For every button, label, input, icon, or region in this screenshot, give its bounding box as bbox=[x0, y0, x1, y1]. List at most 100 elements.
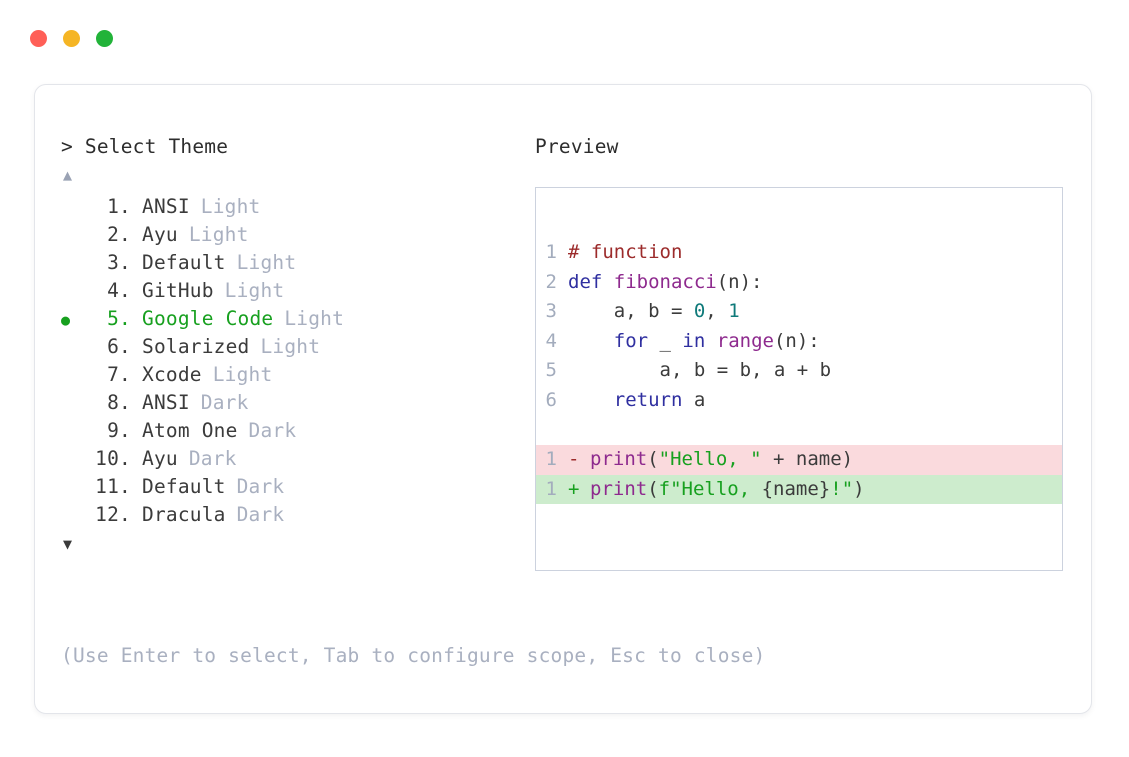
diff-line-number: 1 bbox=[545, 477, 557, 500]
theme-list-item[interactable]: ● 4. GitHub Light bbox=[61, 277, 531, 305]
theme-item-variant: Light bbox=[224, 279, 285, 302]
code-token bbox=[705, 330, 716, 352]
selected-bullet-icon: ● bbox=[61, 222, 87, 250]
theme-item-variant: Dark bbox=[200, 391, 249, 414]
line-number: 1 bbox=[545, 241, 557, 263]
code-token: print bbox=[590, 477, 648, 500]
line-number: 6 bbox=[545, 388, 557, 411]
scroll-down-icon[interactable]: ▼ bbox=[63, 535, 73, 553]
theme-item-name: Dracula bbox=[142, 503, 226, 526]
diff-sign: + bbox=[568, 477, 580, 500]
code-token: return bbox=[613, 388, 683, 411]
theme-item-variant: Dark bbox=[236, 503, 285, 526]
theme-item-name: GitHub bbox=[142, 279, 214, 302]
close-button[interactable] bbox=[30, 30, 47, 47]
theme-item-name: Solarized bbox=[142, 335, 250, 358]
theme-item-name: Default bbox=[142, 251, 226, 274]
diff-line-text: print("Hello, " + name) bbox=[590, 445, 853, 475]
code-token: print bbox=[590, 448, 648, 470]
selected-bullet-icon: ● bbox=[61, 502, 87, 530]
code-token: a, b = bbox=[568, 300, 694, 322]
selected-bullet-icon: ● bbox=[61, 390, 87, 418]
code-line: 3 a, b = 0, 1 bbox=[536, 297, 1062, 327]
theme-item-name: Atom One bbox=[142, 419, 238, 442]
theme-item-variant: Dark bbox=[188, 447, 237, 470]
code-token: 1 bbox=[728, 300, 740, 322]
theme-item-index: 2. bbox=[107, 223, 131, 246]
theme-item-index: 11. bbox=[95, 475, 131, 498]
theme-item-name: Ayu bbox=[142, 223, 178, 246]
code-token: f"Hello, bbox=[658, 477, 762, 500]
theme-item-index: 4. bbox=[107, 279, 131, 302]
maximize-button[interactable] bbox=[96, 30, 113, 47]
code-line-text: a, b = b, a + b bbox=[568, 356, 832, 386]
theme-item-variant: Light bbox=[236, 251, 297, 274]
theme-item-variant: Light bbox=[188, 223, 249, 246]
code-line: 6 return a bbox=[536, 386, 1062, 416]
theme-item-index: 5. bbox=[107, 307, 131, 330]
theme-item-variant: Light bbox=[260, 335, 321, 358]
code-gap bbox=[536, 415, 1062, 445]
selected-bullet-icon: ● bbox=[61, 474, 87, 502]
code-token: (n): bbox=[773, 329, 820, 352]
theme-item-variant: Light bbox=[212, 363, 273, 386]
window-titlebar bbox=[30, 30, 113, 47]
selected-bullet-icon: ● bbox=[61, 250, 87, 278]
code-token: # function bbox=[568, 241, 683, 263]
theme-selector: > Select Theme ▲ ●1.ANSILight●2.AyuLight… bbox=[61, 133, 531, 556]
theme-list-item[interactable]: ● 7. Xcode Light bbox=[61, 361, 531, 389]
theme-item-index: 7. bbox=[107, 363, 131, 386]
code-token: , bbox=[705, 300, 729, 322]
theme-item-index: 9. bbox=[107, 419, 131, 442]
code-token: ) bbox=[853, 477, 865, 500]
theme-list-item[interactable]: ● 9. Atom One Dark bbox=[61, 417, 531, 445]
theme-list-item[interactable]: ● 8. ANSI Dark bbox=[61, 389, 531, 417]
selected-bullet-icon: ● bbox=[61, 311, 71, 329]
prompt-caret-icon: > bbox=[61, 135, 73, 158]
theme-item-index: 3. bbox=[107, 251, 131, 274]
theme-list-item[interactable]: ● 2. Ayu Light bbox=[61, 221, 531, 249]
theme-item-name: Ayu bbox=[142, 447, 178, 470]
selected-bullet-icon: ● bbox=[61, 278, 87, 306]
code-token: (n): bbox=[716, 270, 763, 293]
theme-item-name: Xcode bbox=[142, 363, 202, 386]
theme-item-name: Default bbox=[142, 475, 226, 498]
code-token: ( bbox=[647, 477, 659, 500]
line-number: 2 bbox=[545, 270, 557, 293]
theme-item-index: 8. bbox=[107, 391, 131, 414]
code-token: range bbox=[716, 329, 774, 352]
diff-line-del: 1-print("Hello, " + name) bbox=[536, 445, 1062, 475]
help-hint: (Use Enter to select, Tab to configure s… bbox=[61, 644, 766, 667]
scroll-up-icon[interactable]: ▲ bbox=[63, 166, 73, 184]
diff-line-number: 1 bbox=[545, 448, 557, 470]
theme-item-index: 6. bbox=[107, 335, 131, 358]
diff-block: 1-print("Hello, " + name)1+print(f"Hello… bbox=[536, 445, 1062, 504]
code-token: fibonacci bbox=[613, 270, 717, 293]
theme-list-item[interactable]: ● 3. Default Light bbox=[61, 249, 531, 277]
theme-item-name: ANSI bbox=[142, 195, 190, 218]
code-token: a, b = b, a + b bbox=[568, 359, 832, 381]
code-token: for bbox=[613, 329, 649, 352]
theme-item-name: ANSI bbox=[142, 391, 190, 414]
code-line: 4 for _ in range(n): bbox=[536, 327, 1062, 357]
theme-item-variant: Dark bbox=[248, 419, 297, 442]
minimize-button[interactable] bbox=[63, 30, 80, 47]
code-line-text: # function bbox=[568, 238, 682, 268]
theme-list: ●1.ANSILight●2.AyuLight●3.DefaultLight●4… bbox=[61, 193, 531, 529]
selected-bullet-icon: ● bbox=[61, 418, 87, 446]
code-line: 5 a, b = b, a + b bbox=[536, 356, 1062, 386]
code-token: 0 bbox=[693, 300, 706, 322]
selected-bullet-icon: ● bbox=[61, 362, 87, 390]
page-title bbox=[73, 135, 85, 158]
code-token: ( bbox=[647, 448, 659, 470]
diff-sign: - bbox=[568, 448, 580, 470]
